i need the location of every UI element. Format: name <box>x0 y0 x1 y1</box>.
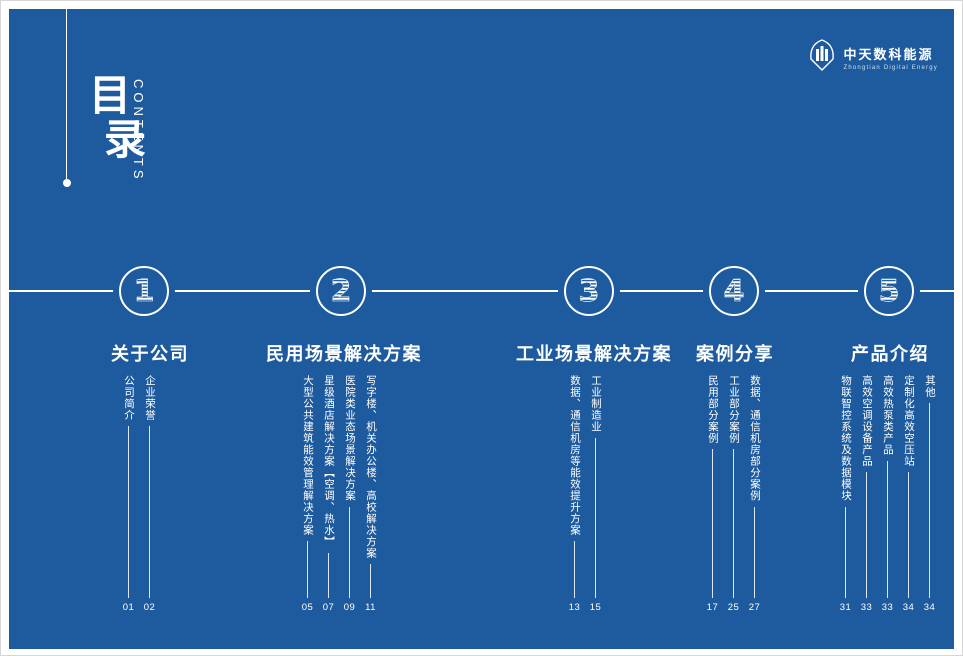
toc-item-page: 34 <box>923 602 936 613</box>
toc-item-page: 33 <box>881 602 894 613</box>
section-4-badge: 4 <box>709 266 759 316</box>
section-5-badge: 5 <box>864 266 914 316</box>
toc-item-line <box>370 564 371 598</box>
toc-item-label: 工业制造业 <box>590 375 602 433</box>
toc-item-page: 01 <box>122 602 135 613</box>
toc-item-label: 高效空调设备产品 <box>861 375 873 467</box>
toc-item-label: 高效热泵类产品 <box>882 375 894 456</box>
section-5-items: 物联智控系统及数据模块 31 高效空调设备产品 33 高效热泵类产品 33 定制… <box>835 375 940 613</box>
section-5-title: 产品介绍 <box>851 344 929 364</box>
toc-item-label: 民用部分案例 <box>707 375 719 444</box>
toc-item: 工业部分案例 25 <box>723 375 744 613</box>
section-4-items: 民用部分案例 17 工业部分案例 25 数据、通信机房部分案例 27 <box>702 375 765 613</box>
toc-item-page: 07 <box>322 602 335 613</box>
logo: 中天数科能源 Zhongtian Digital Energy <box>808 39 938 76</box>
section-1-items: 公司简介 01 企业荣誉 02 <box>118 375 160 613</box>
svg-text:2: 2 <box>330 274 351 309</box>
toc-item-page: 02 <box>143 602 156 613</box>
toc-item: 公司简介 01 <box>118 375 139 613</box>
toc-item: 民用部分案例 17 <box>702 375 723 613</box>
toc-item-label: 写字楼、机关办公楼、高校解决方案 <box>365 375 377 559</box>
toc-item-label: 数据、通信机房部分案例 <box>749 375 761 502</box>
title-char-2: 录 <box>104 115 147 164</box>
section-3-items: 数据、通信机房等能效提升方案 13 工业制造业 15 <box>564 375 606 613</box>
toc-item-line <box>733 449 734 598</box>
toc-item: 高效热泵类产品 33 <box>877 375 898 613</box>
section-1-badge: 1 <box>119 266 169 316</box>
toc-item-line <box>929 403 930 598</box>
toc-item: 大型公共建筑能效管理解决方案 05 <box>297 375 318 613</box>
toc-item-line <box>307 541 308 598</box>
toc-item-page: 27 <box>748 602 761 613</box>
toc-item-line <box>712 449 713 598</box>
toc-item-label: 星级酒店解决方案【空调、热水】 <box>323 375 335 548</box>
title-decor-dot <box>62 179 71 187</box>
toc-item: 数据、通信机房等能效提升方案 13 <box>564 375 585 613</box>
toc-item: 数据、通信机房部分案例 27 <box>744 375 765 613</box>
toc-item-page: 17 <box>706 602 719 613</box>
toc-item-page: 13 <box>568 602 581 613</box>
section-1-title: 关于公司 <box>111 344 189 364</box>
toc-item-page: 09 <box>343 602 356 613</box>
toc-item-page: 05 <box>301 602 314 613</box>
toc-item: 星级酒店解决方案【空调、热水】 07 <box>318 375 339 613</box>
section-2-badge: 2 <box>316 266 366 316</box>
section-2-title: 民用场景解决方案 <box>266 344 422 364</box>
toc-item-line <box>866 472 867 598</box>
toc-item-label: 医院类业态场景解决方案 <box>344 375 356 502</box>
toc-item: 物联智控系统及数据模块 31 <box>835 375 856 613</box>
toc-item-line <box>845 506 846 598</box>
toc-item-label: 其他 <box>924 375 936 398</box>
toc-item-label: 定制化高效空压站 <box>903 375 915 467</box>
toc-item-line <box>128 426 129 598</box>
logo-text: 中天数科能源 Zhongtian Digital Energy <box>843 44 938 71</box>
title-decor-line <box>66 9 67 179</box>
toc-item: 其他 34 <box>919 375 940 613</box>
toc-item-line <box>908 472 909 598</box>
toc-item-label: 数据、通信机房等能效提升方案 <box>569 375 581 536</box>
toc-item-label: 物联智控系统及数据模块 <box>840 375 852 502</box>
page-subtitle: CONTENTS <box>131 79 146 183</box>
logo-icon <box>808 39 836 76</box>
contents-slide: 目 录 CONTENTS 中天数科能源 Zhongtian Digital En… <box>9 9 954 649</box>
svg-text:5: 5 <box>878 274 899 309</box>
toc-item-line <box>574 541 575 598</box>
toc-item: 工业制造业 15 <box>585 375 606 613</box>
timeline-line <box>9 290 954 292</box>
toc-item-page: 34 <box>902 602 915 613</box>
toc-item-line <box>754 506 755 598</box>
toc-item-label: 公司简介 <box>123 375 135 421</box>
toc-item-page: 15 <box>589 602 602 613</box>
logo-name: 中天数科能源 <box>843 47 934 62</box>
toc-item-line <box>887 460 888 598</box>
toc-item-page: 11 <box>365 602 376 613</box>
toc-item-page: 33 <box>860 602 873 613</box>
toc-item-label: 大型公共建筑能效管理解决方案 <box>302 375 314 536</box>
toc-item: 写字楼、机关办公楼、高校解决方案 11 <box>360 375 381 613</box>
toc-item: 高效空调设备产品 33 <box>856 375 877 613</box>
title-char-1: 目 <box>89 71 132 120</box>
svg-text:1: 1 <box>133 274 154 309</box>
section-3-badge: 3 <box>564 266 614 316</box>
toc-item: 企业荣誉 02 <box>139 375 160 613</box>
svg-text:4: 4 <box>723 274 744 309</box>
logo-subtitle: Zhongtian Digital Energy <box>843 65 938 71</box>
toc-item-line <box>328 552 329 598</box>
toc-item-label: 工业部分案例 <box>728 375 740 444</box>
toc-item: 定制化高效空压站 34 <box>898 375 919 613</box>
svg-text:3: 3 <box>578 274 599 309</box>
toc-item-page: 25 <box>727 602 740 613</box>
toc-item-page: 31 <box>839 602 852 613</box>
section-4-title: 案例分享 <box>696 344 774 364</box>
toc-item: 医院类业态场景解决方案 09 <box>339 375 360 613</box>
toc-item-label: 企业荣誉 <box>144 375 156 421</box>
section-2-items: 大型公共建筑能效管理解决方案 05 星级酒店解决方案【空调、热水】 07 医院类… <box>297 375 381 613</box>
toc-item-line <box>595 437 596 598</box>
toc-item-line <box>149 426 150 598</box>
toc-item-line <box>349 506 350 598</box>
section-3-title: 工业场景解决方案 <box>516 344 672 364</box>
